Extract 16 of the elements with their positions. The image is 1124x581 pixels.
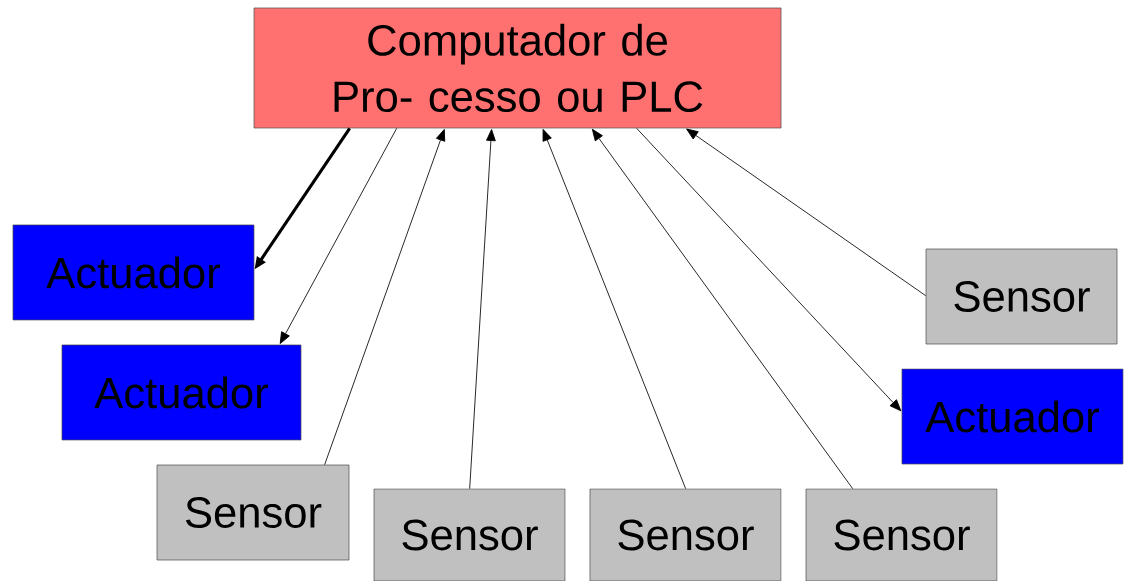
arrow [542,129,687,490]
arrow [636,127,902,412]
arrow [279,127,398,344]
actuator-box: Actuador [901,368,1124,465]
sensor-box: Sensor [156,464,350,561]
sensor-box: Sensor [373,488,566,581]
arrow [324,129,446,466]
sensor-box: Sensor [925,248,1118,345]
sensor-box: Sensor [805,488,998,581]
sensor-box: Sensor [589,488,782,581]
controller-box: Computador de Pro- cesso ou PLC [253,7,782,129]
arrow [469,129,496,490]
arrow [591,128,854,490]
actuator-box: Actuador [61,344,302,441]
arrow [686,128,927,297]
actuator-box: Actuador [12,224,255,321]
